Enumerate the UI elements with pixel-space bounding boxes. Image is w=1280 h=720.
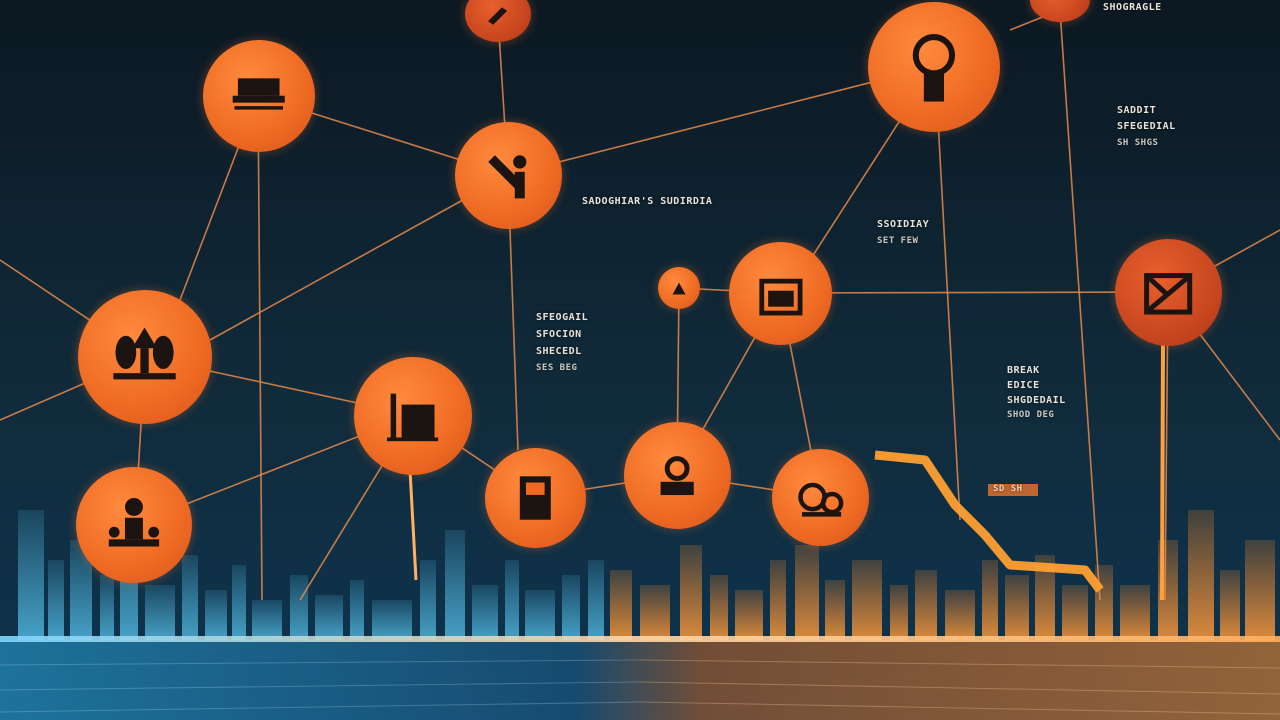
node-tools bbox=[455, 122, 562, 229]
station-icon bbox=[758, 278, 803, 316]
left-mid-block-line-4: SES BEG bbox=[536, 363, 578, 373]
left-mid-block-line-2: SFOCION bbox=[536, 329, 582, 340]
node-machine bbox=[772, 449, 869, 546]
document-icon bbox=[519, 476, 551, 520]
right-block-line-1: SADDIT bbox=[1117, 105, 1157, 116]
left-mid-block-line-1: SFEOGAIL bbox=[536, 312, 589, 323]
left-mid-block: SFEOGAIL SFOCION SHECEDL SES BEG bbox=[536, 309, 588, 377]
left-mid-block-line-3: SHECEDL bbox=[536, 346, 582, 357]
right-block-line-2: SFEGEDIAL bbox=[1117, 121, 1176, 132]
trees-icon bbox=[113, 327, 177, 380]
right-mid-block-line-2: EDICE bbox=[1007, 380, 1040, 391]
right-block: SADDIT SFEGEDIAL SH SHGS bbox=[1117, 103, 1176, 151]
sun-factory-icon bbox=[660, 456, 695, 496]
people-icon bbox=[108, 498, 160, 547]
factory-icon bbox=[387, 394, 439, 442]
node-bridge bbox=[203, 40, 315, 152]
node-station bbox=[729, 242, 832, 345]
node-factory bbox=[354, 357, 472, 475]
node-small bbox=[658, 267, 700, 309]
mid-block: SSOIDIAY SET FEW bbox=[877, 216, 929, 250]
right-block-line-3: SH SHGS bbox=[1117, 138, 1159, 148]
envelope-icon bbox=[1144, 273, 1193, 315]
node-trees bbox=[78, 290, 212, 424]
node-lightbulb bbox=[868, 2, 1000, 132]
top-right-label: SHOGRAGLE bbox=[1103, 2, 1162, 13]
machine-icon bbox=[798, 483, 844, 518]
node-people bbox=[76, 467, 192, 583]
bridge-icon bbox=[232, 78, 286, 110]
trend-line bbox=[874, 450, 1104, 593]
tools-icon bbox=[487, 7, 507, 25]
center-heading: SADOGHIAR'S SUDIRDIA bbox=[582, 196, 713, 207]
node-envelope bbox=[1115, 239, 1222, 346]
mid-block-line-1: SSOIDIAY bbox=[877, 219, 930, 230]
lightbulb-icon bbox=[912, 33, 956, 102]
tools-icon bbox=[488, 155, 527, 199]
small-tag: SD SH bbox=[993, 484, 1023, 494]
small-node-icon bbox=[672, 282, 686, 295]
node-document bbox=[485, 448, 586, 548]
right-mid-block: BREAK EDICE SHGDEDAIL SHOD DEG bbox=[1007, 363, 1066, 423]
node-top-right bbox=[1030, 0, 1090, 22]
node-sun-factory bbox=[624, 422, 731, 529]
right-mid-block-line-3: SHGDEDAIL bbox=[1007, 395, 1066, 406]
right-mid-block-line-1: BREAK bbox=[1007, 365, 1040, 376]
mid-block-line-2: SET FEW bbox=[877, 236, 919, 246]
right-mid-block-line-4: SHOD DEG bbox=[1007, 410, 1055, 420]
city-skyline-orange bbox=[610, 510, 1275, 640]
